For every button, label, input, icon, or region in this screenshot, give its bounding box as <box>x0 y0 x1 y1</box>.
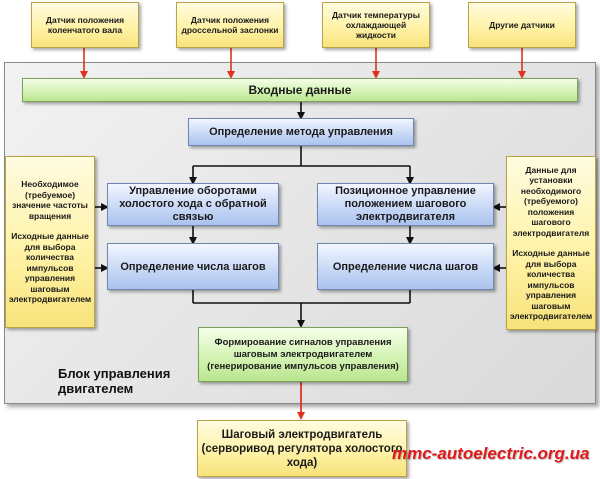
sensor-throttle: Датчик положения дроссельной заслонки <box>176 2 284 48</box>
input-data-bar: Входные данные <box>22 78 578 102</box>
left-input-desired-speed: Необходимое (требуемое) значение частоты… <box>12 179 88 221</box>
site-watermark: mmc-autoelectric.org.ua <box>392 444 590 463</box>
feedback-idle-control-box: Управление оборотами холостого хода с об… <box>107 183 279 226</box>
sensor-coolant-temp: Датчик температуры охлаждающей жидкости <box>322 2 430 48</box>
stepper-motor-output-box: Шаговый электродвигатель (серворивод рег… <box>197 420 407 477</box>
sensor-other: Другие датчики <box>468 2 576 48</box>
sensor-crankshaft: Датчик положения коленчатого вала <box>31 2 139 48</box>
left-input-box: Необходимое (требуемое) значение частоты… <box>5 156 95 328</box>
left-input-pulse-data: Исходные данные для выбора количества им… <box>8 231 92 305</box>
control-method-box: Определение метода управления <box>188 118 414 146</box>
right-input-box: Данные для установки необходимого (требу… <box>506 156 596 330</box>
signal-generation-box: Формирование сигналов управления шаговым… <box>198 327 408 382</box>
right-steps-box: Определение числа шагов <box>317 243 494 290</box>
right-input-pulse-data: Исходные данные для выбора количества им… <box>509 248 593 321</box>
positional-stepper-control-box: Позиционное управление положением шагово… <box>317 183 494 226</box>
left-steps-box: Определение числа шагов <box>107 243 279 290</box>
ecu-label: Блок управления двигателем <box>58 366 171 396</box>
right-input-position-data: Данные для установки необходимого (требу… <box>512 164 590 238</box>
